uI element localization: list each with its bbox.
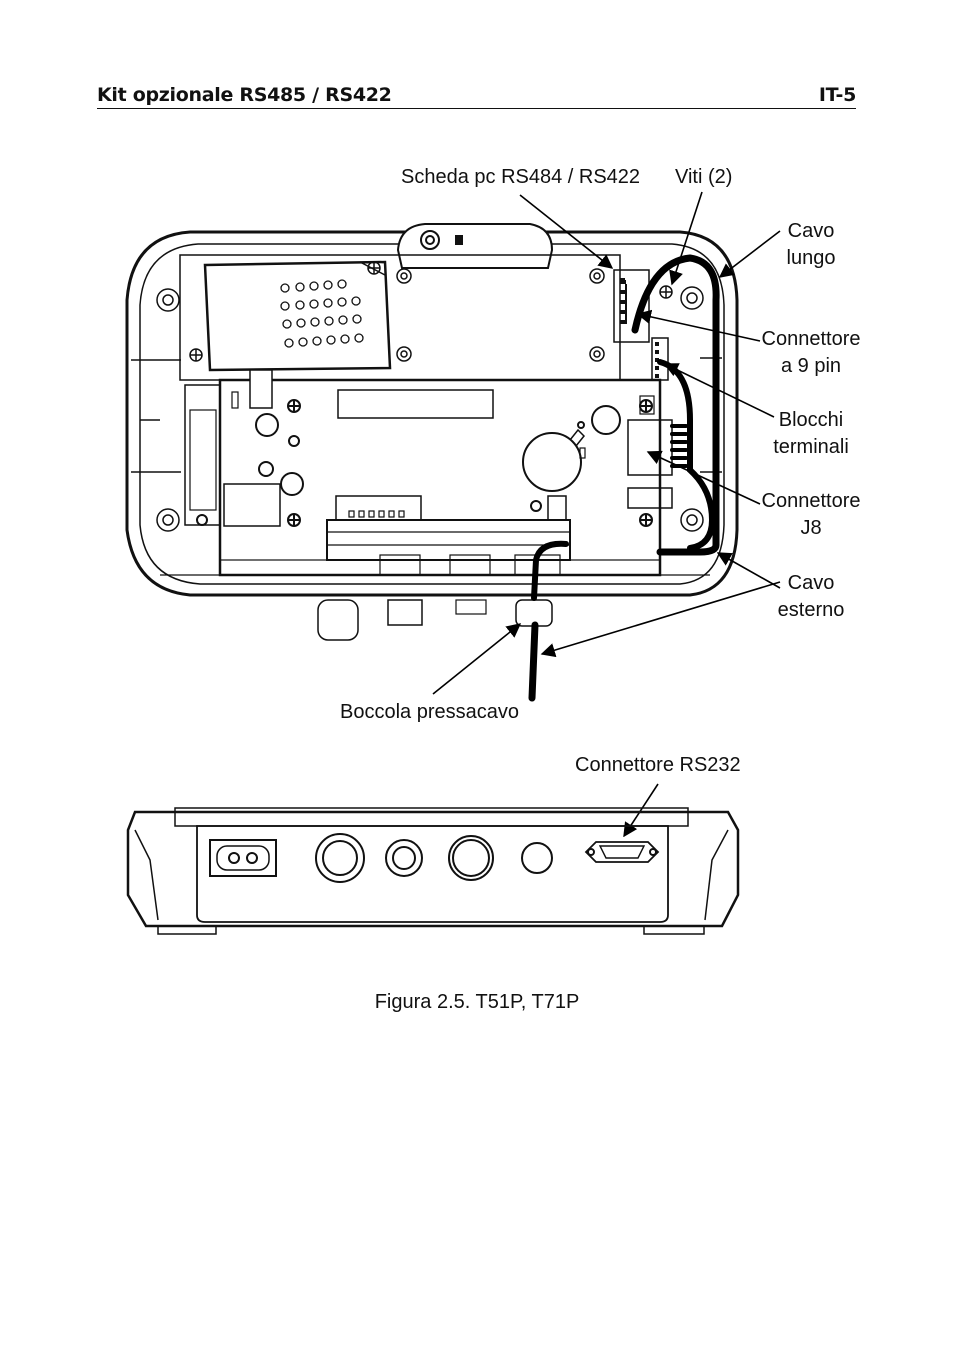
leader-lines: [432, 191, 781, 838]
page-number: IT-5: [818, 84, 856, 106]
label-viti: Viti (2): [675, 166, 733, 188]
enclosure-top-view: [125, 223, 739, 641]
label-blocchi-terminali: Blocchi terminali: [773, 409, 849, 458]
label-connettore-rs232: Connettore RS232: [575, 754, 741, 776]
enclosure-front-view: [126, 807, 740, 935]
label-connettore-9pin: Connettore a 9 pin: [761, 328, 861, 377]
label-boccola: Boccola pressacavo: [340, 701, 519, 723]
figure-caption: Figura 2.5. T51P, T71P: [374, 991, 580, 1013]
label-scheda-pc: Scheda pc RS484 / RS422: [401, 166, 641, 188]
label-cavo-lungo: Cavo lungo: [786, 220, 836, 269]
label-connettore-j8: Connettore J8: [761, 490, 861, 539]
page-header: Kit opzionale RS485 / RS422 IT-5: [97, 84, 856, 109]
section-title: Kit opzionale RS485 / RS422: [97, 84, 392, 106]
label-cavo-esterno: Cavo esterno: [777, 572, 845, 621]
cables: [528, 254, 720, 702]
